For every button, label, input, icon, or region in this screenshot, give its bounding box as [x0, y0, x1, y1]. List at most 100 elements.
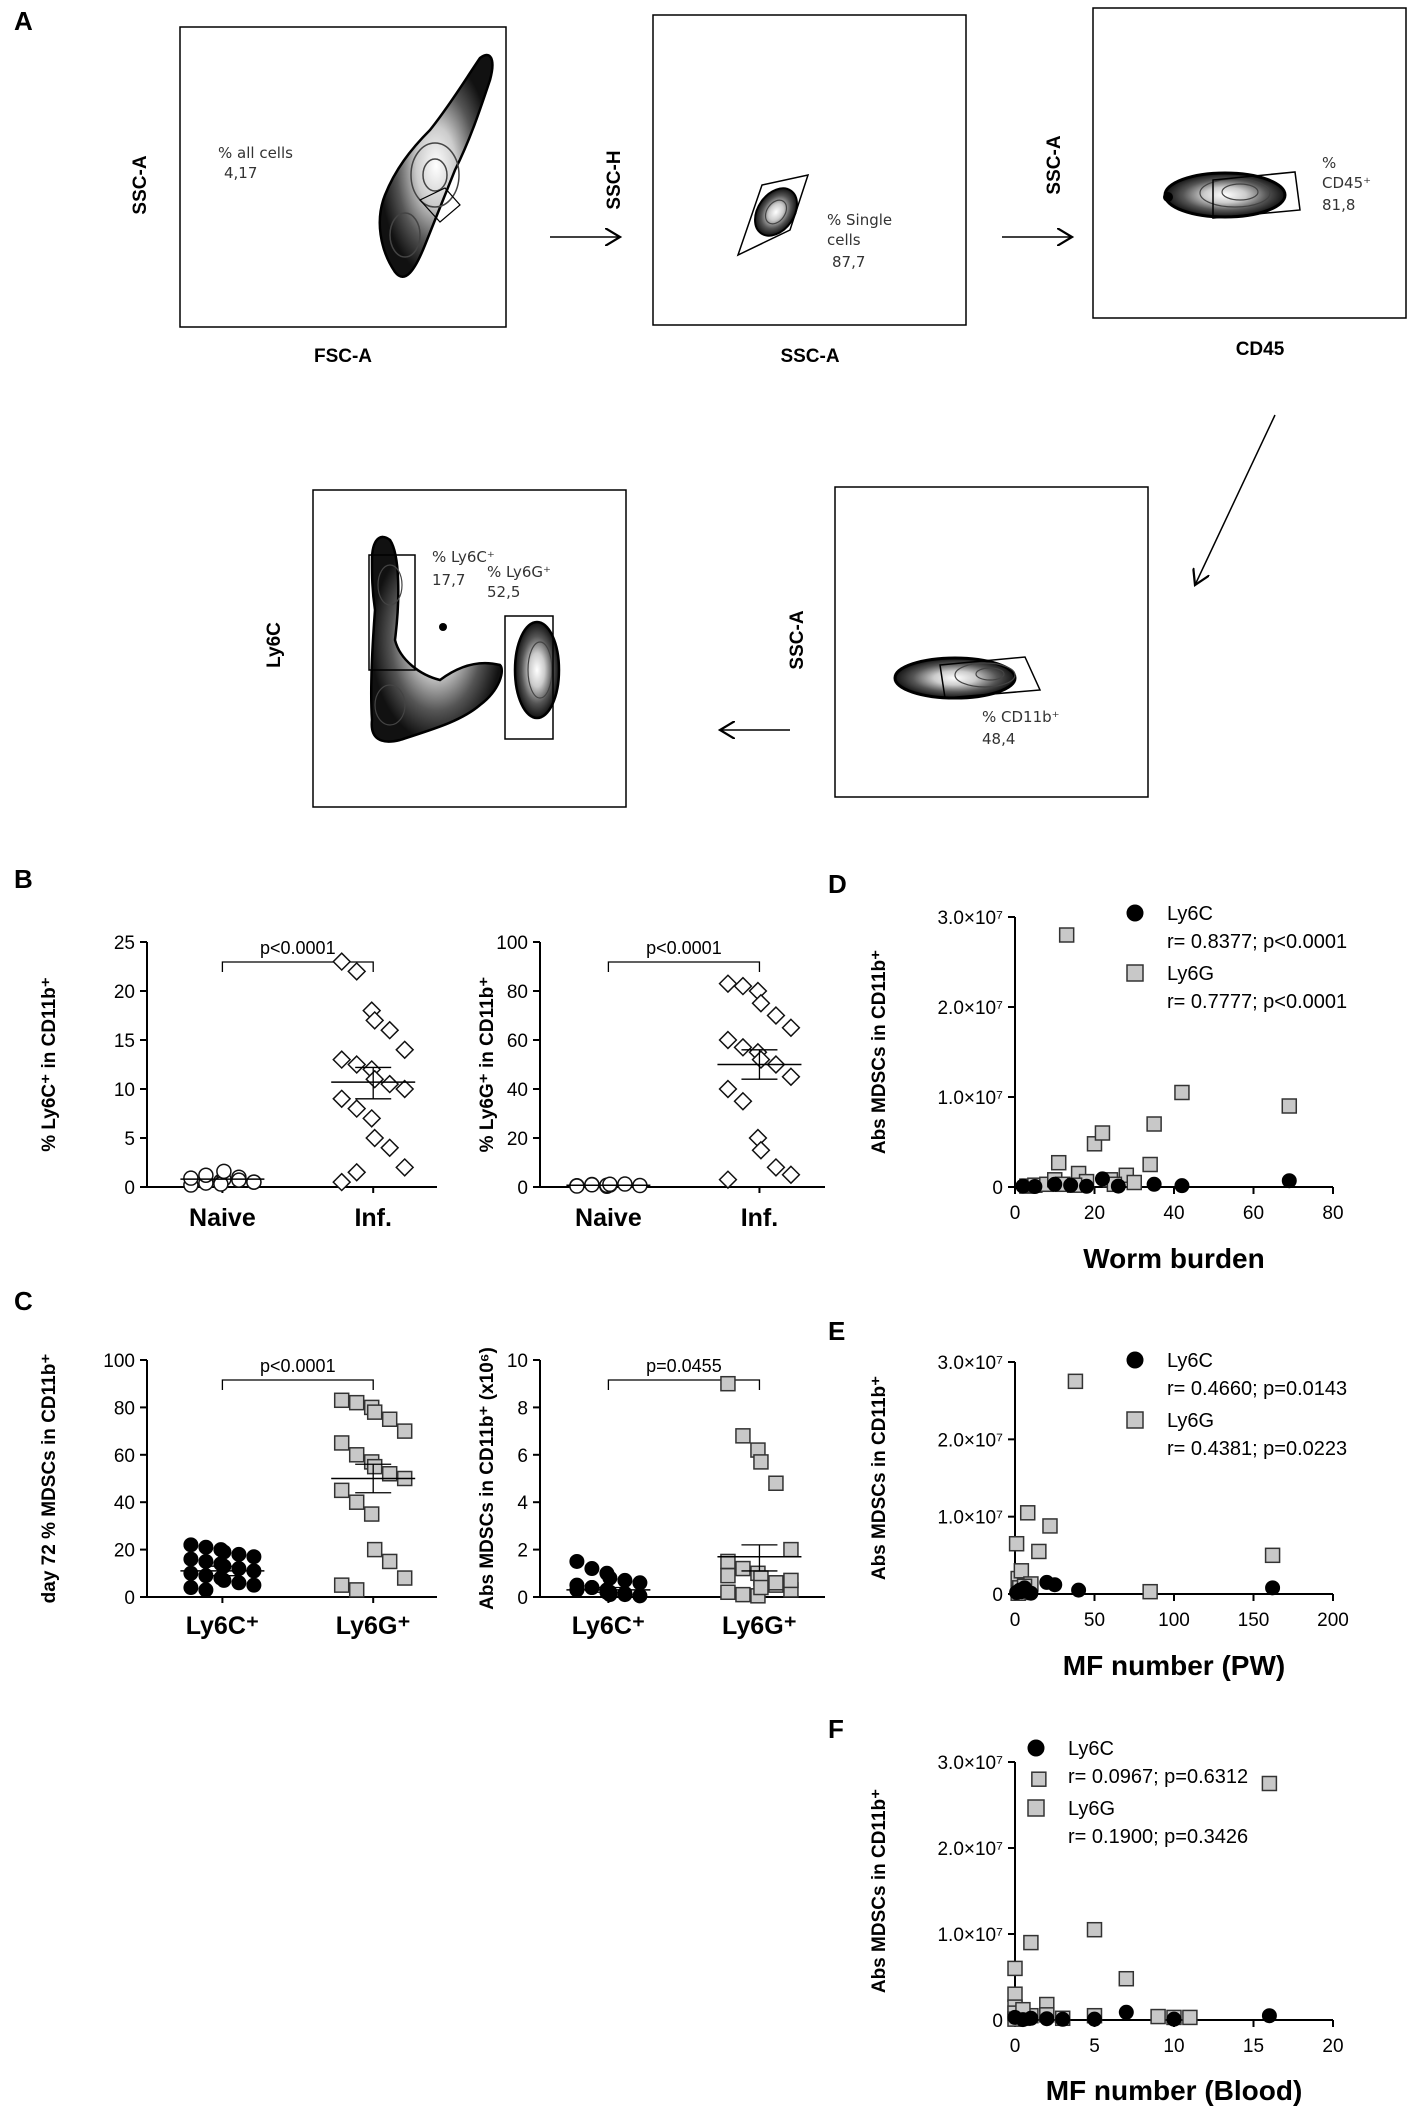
legend-stat: r= 0.8377; p<0.0001 — [1167, 931, 1347, 953]
data-point — [395, 1040, 415, 1060]
flow2-xlabel: SSC-A — [780, 346, 839, 367]
flow4-gate-name: % CD11b⁺ — [982, 708, 1060, 726]
data-point — [366, 1404, 383, 1420]
data-point — [1174, 1178, 1190, 1194]
x-tick-label: 0 — [1010, 2036, 1021, 2057]
data-point — [1047, 1176, 1063, 1192]
data-point — [380, 1138, 400, 1158]
data-point — [718, 1030, 738, 1050]
y-tick-label: 2 — [517, 1541, 528, 1562]
y-tick-label: 40 — [507, 1080, 528, 1101]
x-tick-label: 200 — [1317, 1610, 1349, 1631]
data-point — [751, 1140, 771, 1160]
significance-bracket — [607, 1379, 761, 1390]
x-tick-label: 15 — [1243, 2036, 1264, 2057]
data-point — [753, 1454, 769, 1470]
y-axis-label: Abs MDSCs in CD11b⁺ — [869, 1789, 890, 1993]
data-point — [348, 1494, 365, 1510]
y-tick-label: 0 — [517, 1588, 528, 1609]
flow3-gate-name: % — [1322, 154, 1336, 172]
legend-stat: r= 0.1900; p=0.3426 — [1068, 1826, 1248, 1848]
data-point — [1023, 1934, 1039, 1951]
data-point — [1261, 2008, 1277, 2024]
x-tick-label: 5 — [1089, 2036, 1100, 2057]
y-tick-label: 100 — [103, 1351, 135, 1372]
y-tick-label: 1.0×10⁷ — [937, 1508, 1003, 1529]
data-point — [231, 1546, 247, 1562]
y-tick-label: 25 — [114, 933, 135, 954]
data-point — [366, 1541, 383, 1558]
data-point — [1146, 1176, 1162, 1192]
data-point — [1174, 1084, 1190, 1101]
data-point — [602, 1176, 618, 1193]
p-value: p<0.0001 — [646, 938, 722, 958]
data-point — [1027, 1179, 1043, 1195]
legend-label: Ly6C — [1167, 903, 1213, 925]
panel-label-e: E — [828, 1316, 845, 1346]
panel-label-d: D — [828, 869, 847, 899]
data-point — [1094, 1171, 1110, 1187]
data-point — [751, 993, 771, 1013]
flow5-gate1-name: % Ly6C⁺ — [432, 548, 495, 566]
data-point — [332, 952, 352, 972]
panel-label-a: A — [14, 6, 33, 36]
data-point — [1008, 1535, 1025, 1552]
data-point — [381, 1466, 398, 1482]
x-axis-label: MF number (PW) — [1063, 1650, 1285, 1681]
y-tick-label: 3.0×10⁷ — [937, 1353, 1003, 1374]
data-point — [632, 1575, 648, 1591]
data-point — [1079, 1178, 1095, 1194]
data-point — [246, 1577, 262, 1593]
x-tick-label: 0 — [1010, 1610, 1021, 1631]
panel-label-c: C — [14, 1286, 33, 1316]
flow2-gate-name-2: cells — [827, 231, 861, 249]
flow-plot-5: Ly6C % Ly6C⁺ 17,7 % Ly6G⁺ 52,5 — [264, 489, 627, 808]
data-point — [1166, 2011, 1182, 2027]
data-point — [216, 1572, 232, 1588]
data-point — [381, 1411, 398, 1427]
legend-marker — [1027, 1739, 1045, 1757]
y-tick-label: 60 — [114, 1446, 135, 1467]
panel-label-b: B — [14, 864, 33, 894]
x-axis-label: MF number (Blood) — [1046, 2075, 1303, 2106]
y-tick-label: 80 — [507, 982, 528, 1003]
data-point — [1146, 1116, 1162, 1132]
legend-marker — [1027, 1799, 1045, 1817]
data-point — [735, 1560, 751, 1577]
y-tick-label: 60 — [507, 1031, 528, 1052]
flow2-ylabel: SSC-H — [604, 150, 625, 209]
x-tick-label: 80 — [1322, 1203, 1343, 1224]
y-tick-label: 6 — [517, 1446, 528, 1467]
data-point — [198, 1539, 214, 1555]
data-point — [720, 1567, 736, 1584]
y-tick-label: 3.0×10⁷ — [937, 908, 1003, 929]
data-point — [365, 1128, 385, 1148]
y-tick-label: 15 — [114, 1031, 135, 1052]
flow4-gate-value: 48,4 — [982, 730, 1015, 748]
data-point — [1047, 1577, 1063, 1593]
data-point — [381, 1553, 398, 1570]
y-tick-label: 100 — [496, 933, 528, 954]
y-tick-label: 20 — [507, 1129, 528, 1150]
data-point — [333, 1392, 350, 1409]
x-tick-label: 40 — [1163, 1203, 1184, 1224]
category-label: Inf. — [354, 1204, 392, 1232]
data-point — [766, 1006, 786, 1025]
x-tick-label: 100 — [1158, 1610, 1190, 1631]
flow5-gate2-name: % Ly6G⁺ — [487, 563, 551, 581]
flow5-ylabel: Ly6C — [264, 622, 285, 668]
data-point — [395, 1157, 415, 1177]
data-point — [1118, 2004, 1134, 2020]
data-point — [718, 1079, 738, 1099]
legend-stat: r= 0.0967; p=0.6312 — [1068, 1766, 1248, 1788]
data-point — [198, 1582, 214, 1598]
data-point — [333, 1577, 350, 1593]
data-point — [766, 1157, 786, 1177]
y-tick-label: 10 — [507, 1351, 528, 1372]
y-tick-label: 40 — [114, 1493, 135, 1514]
